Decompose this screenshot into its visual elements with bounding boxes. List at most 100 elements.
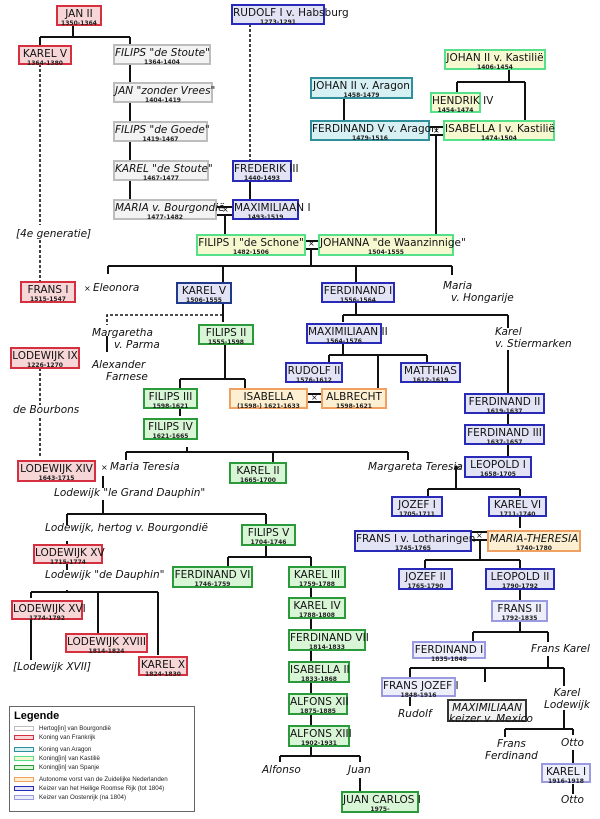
label-grand-dauphin: Lodewijk "le Grand Dauphin"	[54, 487, 206, 499]
label-maria-teresia: Maria Teresia	[110, 461, 180, 473]
legend-swatch	[14, 747, 34, 752]
label-frans-karel: Frans Karel	[531, 643, 590, 655]
legend-item: Autonome vorst van de Zuidelijke Nederla…	[14, 775, 194, 784]
person-johanna[interactable]: JOHANNA "de Waanzinnige"1504-1555	[318, 234, 466, 256]
person-jan-zonder-vrees[interactable]: JAN "zonder Vrees"1404-1419	[113, 82, 215, 103]
label-margareta-teresia: Margareta Teresia	[368, 461, 463, 473]
marriage-mark: ×	[222, 205, 229, 214]
person-karel-de-stoute[interactable]: KAREL "de Stoute"1467-1477	[113, 160, 213, 181]
label-rudolf: Rudolf	[398, 708, 432, 720]
legend-item: Koning van Aragon	[14, 745, 194, 754]
legend-swatch	[14, 786, 34, 791]
legend-item: Hertog[in] van Bourgondië	[14, 724, 194, 733]
legend-item: Koning[in] van Kastilië	[14, 754, 194, 763]
legend-item: Koning van Frankrijk	[14, 733, 194, 742]
legend-item: Koning[in] van Spanje	[14, 763, 194, 772]
marriage-mark: ×	[101, 463, 108, 472]
marriage-mark: ×	[308, 239, 315, 248]
legend-swatch	[14, 735, 34, 740]
legend-swatch	[14, 765, 34, 770]
marriage-mark: ×	[311, 393, 318, 402]
person-filips-de-stoute[interactable]: FILIPS "de Stoute"1364-1404	[113, 44, 211, 65]
person-filips-de-goede[interactable]: FILIPS "de Goede"1419-1467	[113, 121, 210, 142]
marriage-mark: ×	[455, 463, 462, 472]
legend: Legende Hertog[in] van Bourgondië Koning…	[9, 706, 195, 812]
label-de-bourbons: de Bourbons	[13, 404, 80, 416]
legend-swatch	[14, 777, 34, 782]
label-4e-generatie: [4e generatie]	[16, 228, 92, 240]
label-otto-2: Otto	[561, 794, 584, 806]
label-otto-1: Otto	[561, 737, 584, 749]
legend-swatch	[14, 726, 34, 731]
marriage-mark: ×	[433, 126, 440, 135]
label-juan: Juan	[348, 764, 371, 776]
marriage-mark: ×	[84, 284, 91, 293]
legend-item: Keizer van Oostenrijk (na 1804)	[14, 793, 194, 802]
person-isabella[interactable]: ISABELLA(1598-) 1621-1633	[229, 388, 308, 409]
label-eleonora: Eleonora	[93, 282, 140, 294]
person-filips-i[interactable]: FILIPS I "de Schone"1482-1506	[196, 234, 306, 256]
label-de-dauphin: Lodewijk "de Dauphin"	[45, 569, 165, 581]
legend-title: Legende	[14, 710, 60, 722]
marriage-mark: ×	[476, 531, 483, 540]
legend-swatch	[14, 795, 34, 800]
